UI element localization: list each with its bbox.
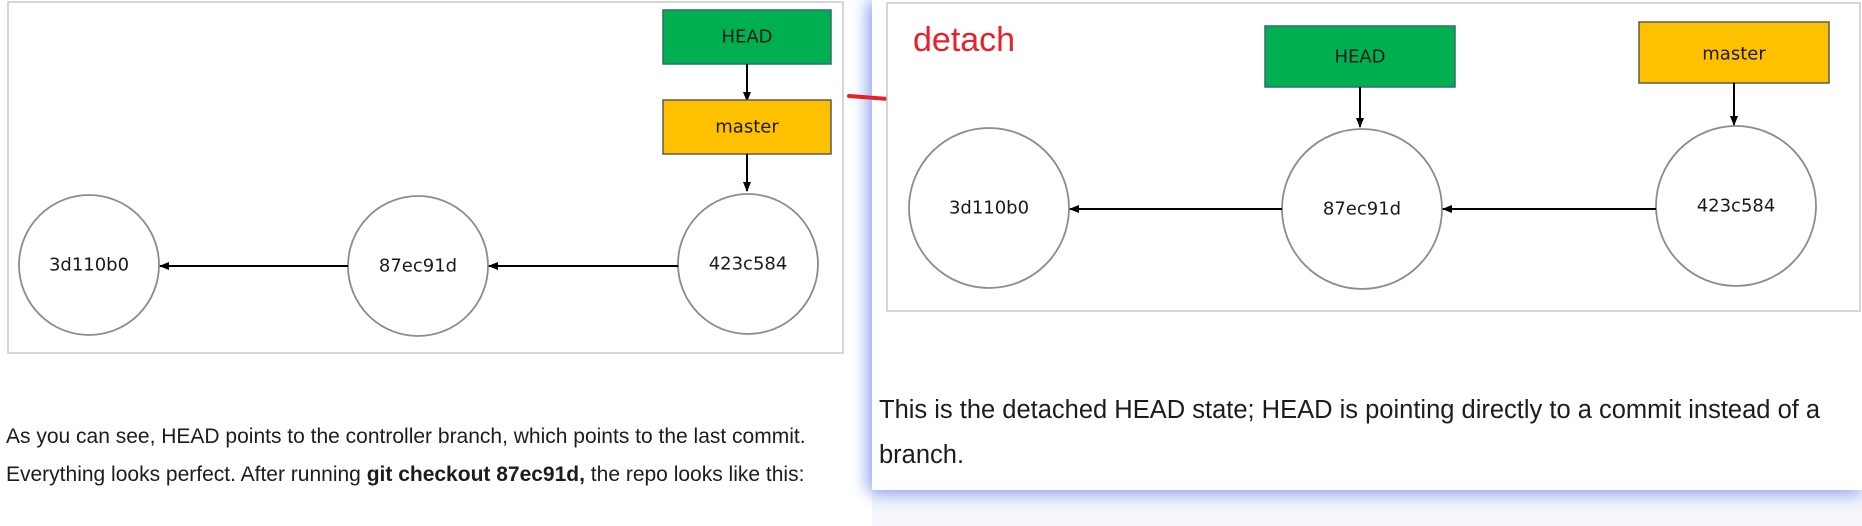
diagram-detached-head: detach HEAD master 3d110b0 87ec91d 423c5… [886,2,1861,312]
commit-node [677,193,819,335]
diagram-before-checkout: HEAD master 3d110b0 87ec91d 423c584 [7,1,844,354]
commit-label: 423c584 [709,254,788,275]
master-branch-box [662,99,832,155]
commit-label: 3d110b0 [949,198,1029,219]
head-pointer-box [662,9,832,65]
commit-label: 87ec91d [379,256,457,277]
commit-label: 3d110b0 [49,255,129,276]
commit-label: 423c584 [1697,196,1776,217]
caption-text: As you can see, HEAD points to the contr… [6,425,806,486]
master-label: master [1702,44,1766,65]
head-label: HEAD [721,27,772,48]
git-command: git checkout 87ec91d, [366,463,585,486]
master-branch-box [1638,21,1830,84]
master-label: master [715,117,779,138]
head-pointer-box [1264,25,1456,88]
right-panel-footer [872,490,1862,526]
commit-node [1655,125,1817,287]
detach-annotation: detach [913,21,1015,59]
caption-text: the repo looks like this: [584,463,805,486]
caption-detached: This is the detached HEAD state; HEAD is… [879,396,1821,469]
caption-before: As you can see, HEAD points to the contr… [6,418,866,494]
head-label: HEAD [1334,47,1385,68]
commit-label: 87ec91d [1323,199,1401,220]
